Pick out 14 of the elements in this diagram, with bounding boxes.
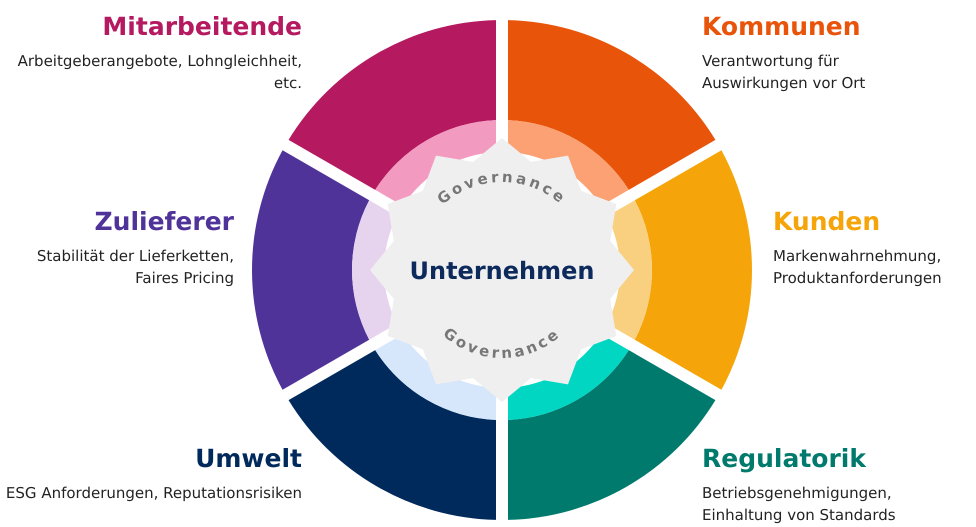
segment-heading: Kunden xyxy=(773,207,880,237)
segment-description: Markenwahrnehmung, Produktanforderungen xyxy=(773,246,943,289)
segment-description: Betriebsgenehmigungen, Einhaltung von Standards xyxy=(702,483,897,526)
segment-heading: Regulatorik xyxy=(702,444,866,474)
segment-description: Arbeitgeberangebote, Lohngleichheit, etc. xyxy=(16,51,302,94)
segment-heading: Zulieferer xyxy=(94,207,234,237)
segment-description: Stabilität der Lieferketten, Faires Pricing xyxy=(36,246,234,289)
segment-heading: Kommunen xyxy=(702,12,861,42)
segment-heading: Mitarbeitende xyxy=(102,12,302,42)
segment-description: Verantwortung für Auswirkungen vor Ort xyxy=(702,51,866,94)
center-star xyxy=(370,138,634,402)
segment-description: ESG Anforderungen, Reputationsrisiken xyxy=(6,483,302,504)
center-title: Unternehmen xyxy=(410,257,594,285)
segment-heading: Umwelt xyxy=(195,444,302,474)
